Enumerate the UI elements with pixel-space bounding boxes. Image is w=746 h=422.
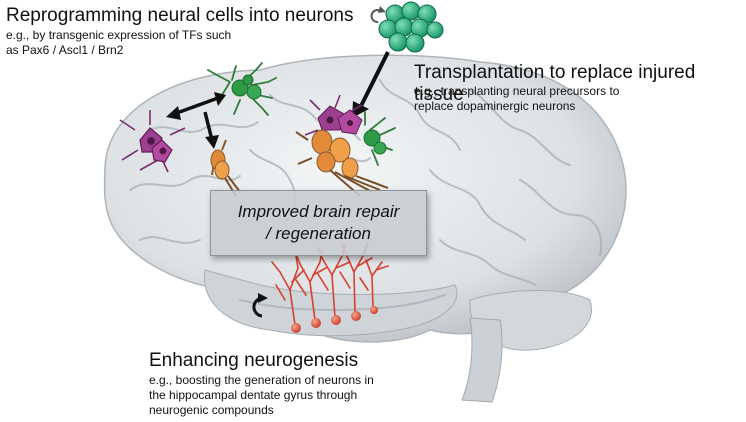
reprogramming-line-2: as Pax6 / Ascl1 / Brn2	[6, 43, 124, 57]
reprogramming-title: Reprogramming neural cells into neurons	[6, 5, 354, 26]
center-line-1: Improved brain repair	[237, 201, 400, 221]
orange-neuron-left	[210, 139, 241, 197]
neurogenesis-line-3: neurogenic compounds	[149, 403, 274, 417]
purple-cell-cluster-left	[119, 110, 186, 173]
transplantation-line-1: e.g., transplanting neural precursors to	[414, 84, 620, 98]
neurogenesis-title: Enhancing neurogenesis	[149, 350, 359, 371]
brain-temporal-lobe	[203, 269, 458, 337]
transplantation-desc: e.g., transplanting neural precursors to…	[414, 84, 619, 114]
transplantation-line-2: replace dopaminergic neurons	[414, 99, 576, 113]
precursor-cluster	[378, 1, 444, 53]
transplant-arrow	[352, 51, 390, 118]
hippocampal-neurons	[271, 241, 389, 326]
transplanted-cell-cluster	[295, 94, 396, 197]
neurogenesis-line-1: e.g., boosting the generation of neurons…	[149, 373, 374, 387]
brain-stem	[461, 317, 503, 403]
hippocampal-neuron-bodies	[291, 306, 378, 333]
reprogramming-arrow	[166, 92, 226, 149]
neurogenesis-desc: e.g., boosting the generation of neurons…	[149, 373, 374, 418]
center-line-2: / regeneration	[266, 224, 371, 243]
reprogramming-line-1: e.g., by transgenic expression of TFs su…	[6, 28, 232, 42]
center-outcome-box: Improved brain repair / regeneration	[210, 190, 427, 256]
self-renewal-icon-bottom	[252, 293, 268, 318]
neurogenesis-line-2: the hippocampal dentate gyrus through	[149, 388, 358, 402]
transplantation-title: Transplantation to replace injured tissu…	[414, 62, 696, 105]
self-renewal-icon-top	[370, 6, 386, 23]
reprogramming-desc: e.g., by transgenic expression of TFs su…	[6, 28, 231, 58]
